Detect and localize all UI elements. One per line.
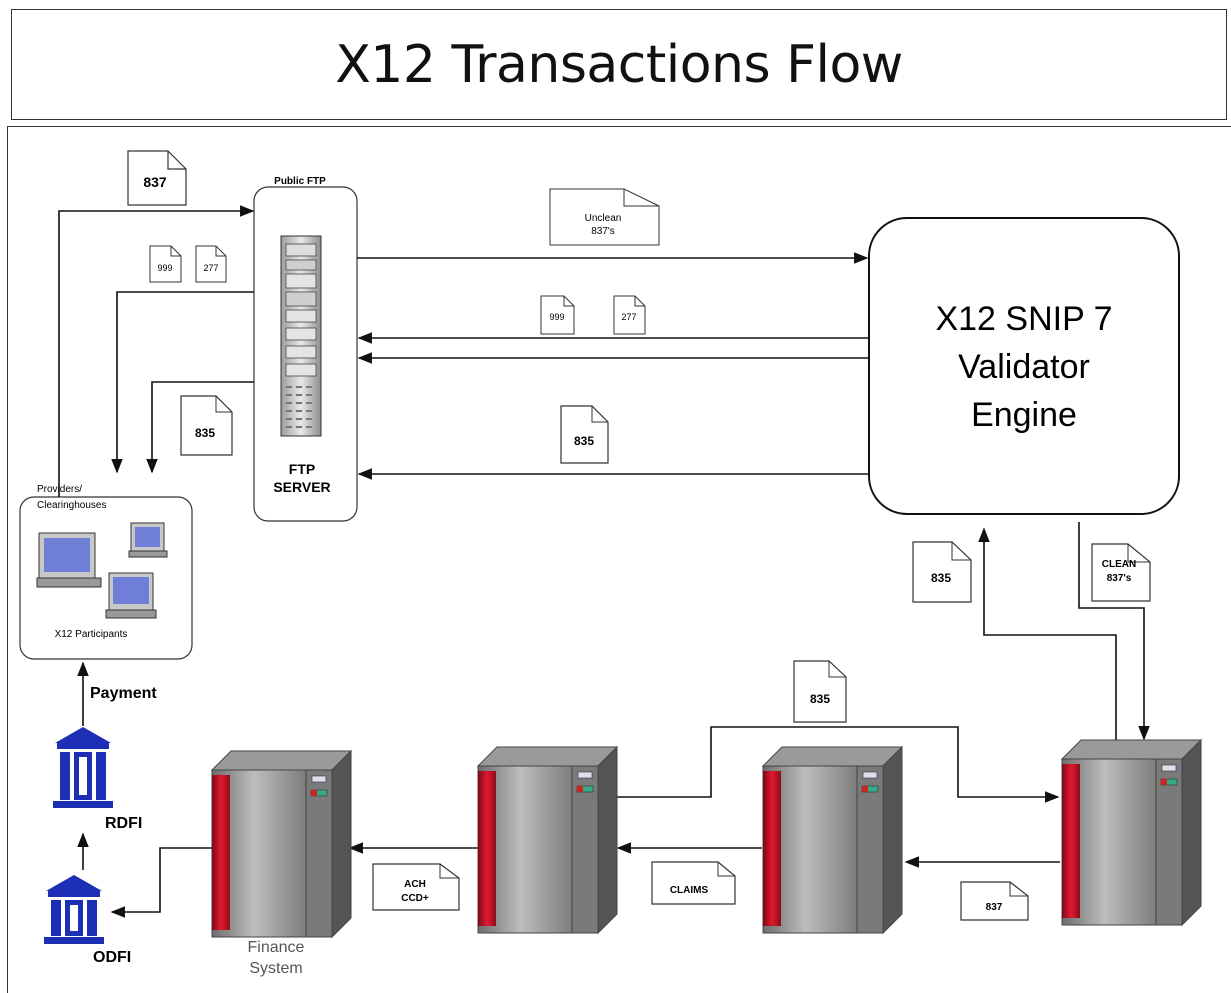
ftp-server-group: Public FTP FTP SERVER <box>253 176 358 522</box>
doc-835-bottom-label: 835 <box>810 692 830 706</box>
public-ftp-label: Public FTP <box>274 176 326 187</box>
doc-277-mid-label: 277 <box>621 312 636 322</box>
finance-label-1: Finance <box>248 939 305 956</box>
doc-835-mid-label: 835 <box>574 434 594 448</box>
ftp-label-1: FTP <box>289 461 315 477</box>
documents: 837 999 277 Unclean 837's 999 <box>127 150 1151 921</box>
arrow-clean-to-mainframe <box>1078 522 1150 741</box>
finance-server-icon <box>210 749 353 939</box>
doc-277-left-label: 277 <box>203 263 218 273</box>
doc-unclean-label-2: 837's <box>591 226 615 237</box>
ftp-tower-icon <box>280 235 322 437</box>
odfi-label: ODFI <box>93 949 131 966</box>
claims-server-icon <box>761 745 904 935</box>
document-icon: 999 <box>149 245 182 283</box>
arrow-837-to-ftp <box>58 205 255 497</box>
odfi-bank-icon <box>44 875 104 944</box>
document-icon: 277 <box>613 295 646 335</box>
document-icon: 837 <box>960 881 1029 921</box>
doc-835-right-label: 835 <box>931 571 951 585</box>
arrow-finance-to-odfi <box>110 847 213 918</box>
doc-clean-label-1: CLEAN <box>1102 559 1136 570</box>
doc-999-mid-label: 999 <box>549 312 564 322</box>
doc-999-left-label: 999 <box>157 263 172 273</box>
doc-837-top-label: 837 <box>143 174 167 190</box>
finance-label-2: System <box>249 960 302 977</box>
computer-icon <box>36 532 102 588</box>
doc-ach-label-1: ACH <box>404 879 426 890</box>
validator-label-3: Engine <box>971 396 1077 434</box>
title-box: X12 Transactions Flow <box>11 9 1227 120</box>
document-icon: 835 <box>793 660 847 723</box>
validator-engine: X12 SNIP 7 Validator Engine <box>868 217 1180 515</box>
rdfi-bank-icon <box>53 727 113 808</box>
document-icon: 837 <box>127 150 187 206</box>
payment-label: Payment <box>90 685 157 702</box>
participants-label: X12 Participants <box>55 629 128 640</box>
main-server-icon <box>1060 738 1203 927</box>
doc-837-bottom-label: 837 <box>986 902 1003 913</box>
document-icon: 835 <box>560 405 609 464</box>
document-icon: CLEAN 837's <box>1091 543 1151 602</box>
arrow-835-to-mainframe <box>617 726 1060 803</box>
arrow-835-to-providers <box>146 381 254 474</box>
page-title: X12 Transactions Flow <box>335 34 903 95</box>
doc-clean-label-2: 837's <box>1107 573 1132 584</box>
providers-group: Providers/ Clearinghouses X12 Participan… <box>19 484 193 660</box>
validator-label-1: X12 SNIP 7 <box>935 300 1112 338</box>
document-icon: ACH CCD+ <box>372 863 460 911</box>
doc-unclean-label-1: Unclean <box>585 213 622 224</box>
document-icon: 277 <box>195 245 227 283</box>
document-icon: CLAIMS <box>651 861 736 905</box>
arrow-835-to-validator <box>978 527 1117 741</box>
doc-claims-label: CLAIMS <box>670 885 709 896</box>
document-icon: Unclean 837's <box>549 188 660 246</box>
ftp-label-2: SERVER <box>273 479 330 495</box>
doc-835-left-label: 835 <box>195 426 215 440</box>
doc-ach-label-2: CCD+ <box>401 893 429 904</box>
ach-server-icon <box>476 745 619 935</box>
document-icon: 835 <box>912 541 972 603</box>
document-icon: 835 <box>180 395 233 456</box>
validator-label-2: Validator <box>958 348 1090 386</box>
providers-label-2: Clearinghouses <box>37 500 107 511</box>
arrow-999-to-providers <box>111 291 254 474</box>
computer-icon <box>128 522 168 558</box>
computer-icon <box>105 572 157 619</box>
rdfi-label: RDFI <box>105 815 142 832</box>
document-icon: 999 <box>540 295 575 335</box>
diagram-frame <box>7 126 1231 993</box>
